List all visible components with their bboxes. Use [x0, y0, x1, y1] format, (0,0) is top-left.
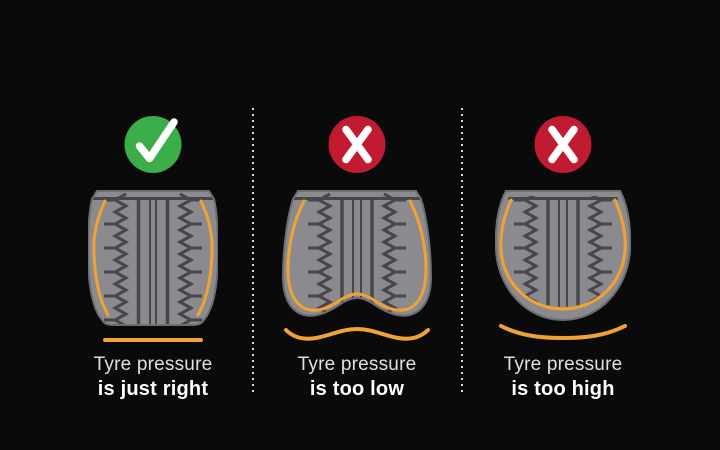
- tyre-correct-illustration: [88, 190, 218, 326]
- caption-line1: Tyre pressure: [297, 354, 417, 375]
- caption-line1: Tyre pressure: [503, 354, 623, 375]
- tyre-too-high-illustration: [495, 190, 631, 321]
- cross-icon: [548, 125, 578, 164]
- cross-icon: [342, 125, 372, 164]
- caption-just-right: Tyre pressure is just right: [48, 354, 258, 400]
- caption-line2: is too low: [309, 378, 405, 400]
- caption-line2: is just right: [97, 378, 209, 400]
- caption-line1: Tyre pressure: [93, 354, 213, 375]
- panel-divider-2: [461, 108, 463, 393]
- ground-line-flat: [103, 338, 203, 342]
- tyre-too-low-illustration: [282, 190, 432, 317]
- status-badge-error: [534, 116, 592, 173]
- status-badge-error: [328, 116, 386, 173]
- ground-line-arced: [499, 324, 627, 340]
- panel-divider-1: [252, 108, 254, 393]
- panel-too-high: Tyre pressure is too high: [458, 0, 668, 450]
- status-badge-ok: [124, 116, 182, 173]
- check-icon: [135, 118, 178, 163]
- panel-too-low: Tyre pressure is too low: [252, 0, 462, 450]
- panel-just-right: Tyre pressure is just right: [48, 0, 258, 450]
- caption-too-low: Tyre pressure is too low: [252, 354, 462, 400]
- caption-too-high: Tyre pressure is too high: [458, 354, 668, 400]
- caption-line2: is too high: [511, 378, 615, 400]
- ground-line-wavy: [284, 326, 430, 341]
